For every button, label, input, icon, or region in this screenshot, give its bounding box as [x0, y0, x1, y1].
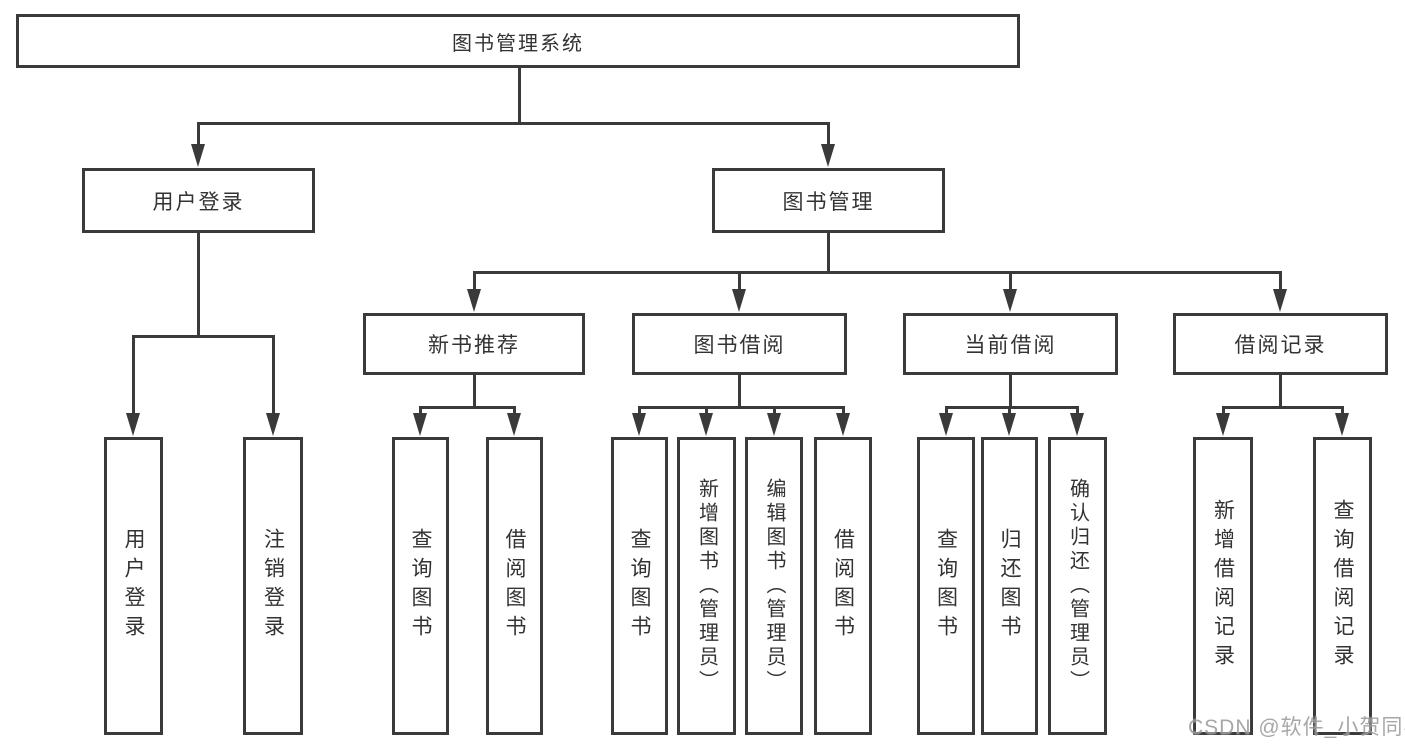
node-new-book-recommend: 新书推荐 [363, 313, 585, 375]
node-current-borrow-label: 当前借阅 [964, 334, 1057, 357]
node-borrow-records: 借阅记录 [1173, 313, 1388, 375]
leaf-confirm-return-admin: 确认归还（管理员） [1048, 437, 1107, 735]
leaf-query-borrow-record: 查询借阅记录 [1313, 437, 1372, 735]
watermark-text: CSDN @软件_小贺同学 [1188, 716, 1405, 739]
leaf-confirm-return-admin-label: 确认归还（管理员） [1066, 478, 1089, 694]
connector-line [841, 406, 845, 419]
node-borrow-records-label: 借阅记录 [1234, 334, 1327, 357]
connector-line [638, 406, 641, 419]
leaf-user-login: 用户登录 [104, 437, 163, 735]
connector-line [1279, 271, 1282, 295]
connector-line [944, 406, 1079, 409]
leaf-user-login-label: 用户登录 [122, 528, 145, 644]
arrow-down-icon [699, 413, 713, 436]
leaf-add-books-admin-label: 新增图书（管理员） [695, 478, 718, 694]
node-root: 图书管理系统 [16, 14, 1020, 68]
arrow-down-icon [466, 289, 481, 312]
leaf-borrow-books-1: 借阅图书 [486, 437, 543, 735]
leaf-query-books-3: 查询图书 [917, 437, 975, 735]
leaf-return-books: 归还图书 [981, 437, 1038, 735]
leaf-query-books-1-label: 查询图书 [409, 528, 432, 644]
connector-line [772, 406, 776, 419]
connector-line [827, 232, 830, 274]
connector-line [1221, 406, 1344, 409]
arrow-down-icon [1070, 413, 1084, 436]
node-book-borrow: 图书借阅 [632, 313, 847, 375]
connector-line [1076, 406, 1079, 419]
node-book-borrow-label: 图书借阅 [693, 334, 786, 357]
leaf-query-borrow-record-label: 查询借阅记录 [1331, 499, 1354, 673]
leaf-edit-books-admin-label: 编辑图书（管理员） [763, 478, 785, 694]
arrow-down-icon [766, 413, 781, 436]
arrow-down-icon [938, 413, 953, 436]
leaf-query-books-2-label: 查询图书 [628, 528, 651, 644]
node-book-mgmt: 图书管理 [712, 168, 945, 233]
leaf-return-books-label: 归还图书 [998, 528, 1021, 644]
arrow-down-icon [1335, 413, 1349, 436]
connector-line [513, 406, 516, 419]
connector-line [705, 406, 708, 419]
leaf-query-books-2: 查询图书 [611, 437, 668, 735]
leaf-add-books-admin: 新增图书（管理员） [677, 437, 736, 735]
leaf-query-books-1: 查询图书 [392, 437, 449, 735]
connector-line [827, 122, 830, 150]
arrow-down-icon [1215, 413, 1230, 436]
connector-line [197, 122, 200, 150]
connector-line [638, 406, 845, 409]
connector-line [1008, 406, 1011, 419]
arrow-down-icon [265, 413, 280, 436]
arrow-down-icon [732, 289, 746, 312]
node-new-book-recommend-label: 新书推荐 [428, 334, 520, 357]
arrow-down-icon [126, 413, 140, 436]
connector-line [1341, 406, 1344, 419]
arrow-down-icon [1002, 413, 1016, 436]
leaf-borrow-books-1-label: 借阅图书 [503, 528, 526, 644]
connector-line [132, 335, 275, 338]
arrow-down-icon [1003, 289, 1017, 312]
arrow-down-icon [413, 413, 427, 436]
node-root-label: 图书管理系统 [452, 32, 584, 55]
arrow-down-icon [835, 413, 850, 436]
connector-line [197, 122, 830, 125]
leaf-query-books-3-label: 查询图书 [934, 528, 958, 644]
leaf-logout-login: 注销登录 [243, 437, 303, 735]
arrow-down-icon [632, 413, 646, 436]
leaf-borrow-books-2-label: 借阅图书 [831, 528, 855, 644]
connector-line [472, 374, 476, 409]
leaf-logout-login-label: 注销登录 [261, 528, 285, 644]
arrow-down-icon [1273, 289, 1287, 312]
connector-line [472, 271, 1282, 274]
connector-line [197, 232, 200, 338]
leaf-add-borrow-record-label: 新增借阅记录 [1211, 499, 1235, 673]
arrow-down-icon [821, 144, 835, 167]
connector-line [738, 271, 741, 295]
connector-line [1221, 406, 1225, 419]
leaf-add-borrow-record: 新增借阅记录 [1193, 437, 1253, 735]
node-book-mgmt-label: 图书管理 [782, 190, 875, 214]
connector-line [517, 67, 521, 125]
connector-line [1279, 374, 1282, 409]
arrow-down-icon [507, 413, 521, 436]
node-current-borrow: 当前借阅 [903, 313, 1118, 375]
connector-line [944, 406, 948, 419]
connector-line [472, 271, 476, 295]
connector-line [1009, 374, 1012, 409]
connector-line [132, 335, 135, 419]
leaf-borrow-books-2: 借阅图书 [814, 437, 872, 735]
arrow-down-icon [191, 144, 205, 167]
connector-line [271, 335, 275, 419]
node-user-login: 用户登录 [82, 168, 315, 233]
node-user-login-label: 用户登录 [152, 190, 245, 214]
leaf-edit-books-admin: 编辑图书（管理员） [745, 437, 803, 735]
connector-line [1009, 271, 1012, 295]
connector-line [738, 374, 741, 409]
connector-line [419, 406, 422, 419]
connector-line [419, 406, 516, 409]
